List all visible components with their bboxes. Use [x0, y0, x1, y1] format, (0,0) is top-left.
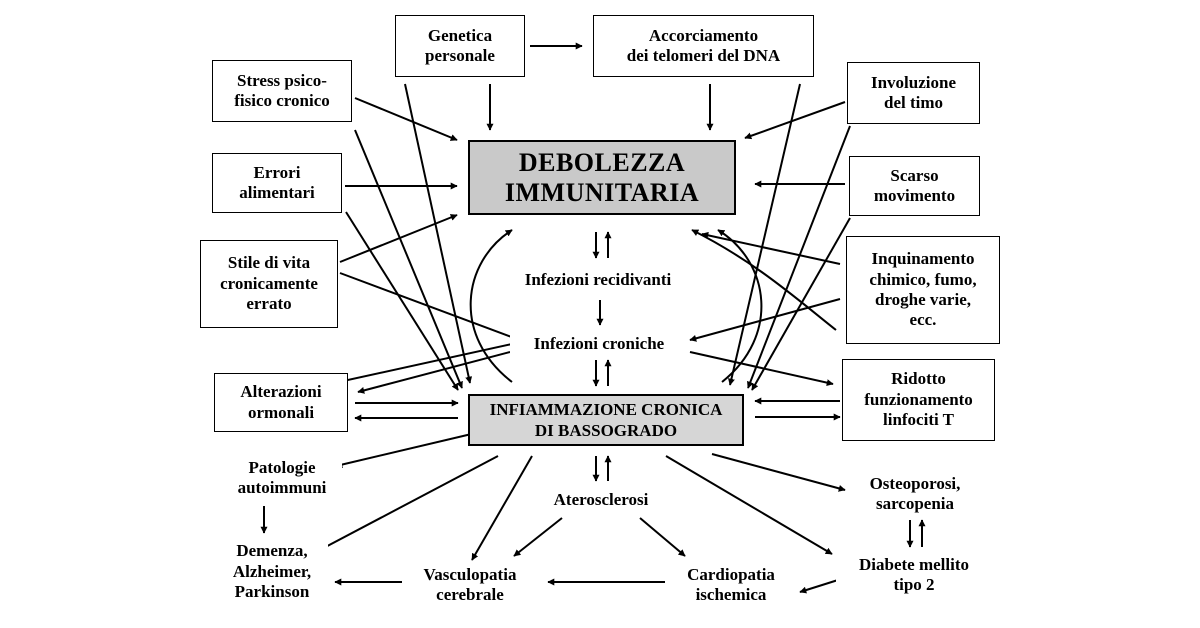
connector-arrow-4	[354, 97, 458, 141]
node-vasculopatia-cerebrale: Vasculopatia cerebrale	[402, 562, 538, 608]
connector-arrow-19	[357, 351, 511, 394]
connector-arrow-15	[751, 217, 851, 391]
connector-arrow-18	[689, 351, 834, 387]
connector-arrow-14	[747, 125, 851, 389]
connector-arrow-32	[335, 431, 481, 468]
connector-arrow-5	[744, 101, 846, 140]
node-debolezza-immunitaria: DEBOLEZZA IMMUNITARIA	[468, 140, 736, 215]
node-involuzione-timo: Involuzione del timo	[847, 62, 980, 124]
connector-arrow-16	[701, 231, 841, 265]
connector-arrow-38	[639, 517, 686, 557]
node-cardiopatia-ischemica: Cardiopatia ischemica	[670, 562, 792, 608]
connector-arrow-10	[404, 83, 473, 384]
node-errori-alimentari: Errori alimentari	[212, 153, 342, 213]
connector-arrow-34	[471, 455, 533, 561]
node-stile-di-vita: Stile di vita cronicamente errato	[200, 240, 338, 328]
connector-arrow-42	[799, 579, 839, 594]
node-infezioni-recidivanti: Infezioni recidivanti	[498, 268, 698, 292]
connector-arrow-36	[711, 453, 846, 492]
connector-arrow-33	[315, 455, 499, 553]
node-patologie-autoimmuni: Patologie autoimmuni	[222, 456, 342, 500]
node-infiammazione-cronica: INFIAMMAZIONE CRONICA DI BASSOGRADO	[468, 394, 744, 446]
connector-arrow-35	[665, 455, 833, 555]
node-infezioni-croniche: Infezioni croniche	[510, 332, 688, 356]
node-stress-psicofisico: Stress psico- fisico cronico	[212, 60, 352, 122]
node-genetica-personale: Genetica personale	[395, 15, 525, 77]
connector-arrow-17	[689, 298, 841, 342]
node-ridotto-funzionamento-linfociti: Ridotto funzionamento linfociti T	[842, 359, 995, 441]
connector-arrow-11	[354, 129, 463, 389]
connector-curve-45	[469, 229, 513, 383]
node-scarso-movimento: Scarso movimento	[849, 156, 980, 216]
node-demenza-alzheimer-parkinson: Demenza, Alzheimer, Parkinson	[216, 538, 328, 606]
node-inquinamento: Inquinamento chimico, fumo, droghe varie…	[846, 236, 1000, 344]
connector-arrow-8	[339, 214, 458, 263]
node-aterosclerosi: Aterosclerosi	[535, 488, 667, 512]
node-osteoporosi-sarcopenia: Osteoporosi, sarcopenia	[850, 472, 980, 516]
node-diabete-mellito: Diabete mellito tipo 2	[836, 552, 992, 598]
connector-arrow-37	[513, 517, 563, 557]
connector-arrow-9	[339, 272, 526, 344]
connector-arrow-12	[345, 211, 459, 391]
node-accorciamento-telomeri: Accorciamento dei telomeri del DNA	[593, 15, 814, 77]
connector-curve-46	[717, 229, 763, 383]
connector-arrow-13	[728, 83, 801, 386]
connector-curve-47	[691, 229, 837, 331]
node-alterazioni-ormonali: Alterazioni ormonali	[214, 373, 348, 432]
